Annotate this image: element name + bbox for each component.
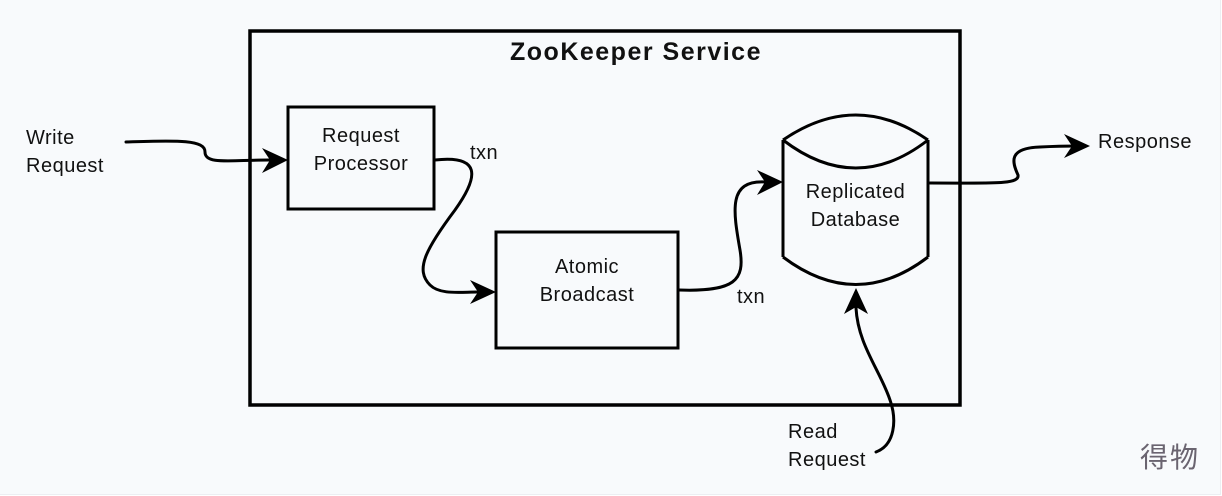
edge-processor-to-broadcast [421,157,480,294]
service-title: ZooKeeper Service [510,38,762,66]
read-request-line-1: Read [788,421,838,443]
arrowhead-icon [757,170,783,195]
request-processor-line-1: Request [322,125,400,147]
watermark-logo: 得物 [1140,441,1201,474]
edge-write-to-processor [124,139,272,163]
request-processor-line-2: Processor [313,153,409,175]
edge-label-txn-2: txn [737,286,766,308]
replicated-database-line-2: Database [810,209,901,231]
replicated-database-cylinder [781,113,930,286]
replicated-database-line-1: Replicated [805,181,906,203]
read-request-line-2: Request [788,449,866,471]
edge-broadcast-to-database [677,180,767,292]
edge-database-to-response [928,144,1078,185]
atomic-broadcast-line-1: Atomic [554,256,620,278]
arrowhead-icon [262,148,288,173]
write-request-label: Write Request [26,124,104,180]
edge-label-txn-1: txn [470,142,499,164]
atomic-broadcast-label: Atomic Broadcast [496,253,678,309]
write-request-line-2: Request [26,155,104,177]
arrowhead-icon [470,280,496,304]
response-label: Response [1098,131,1193,153]
arrowhead-icon [844,288,868,314]
atomic-broadcast-line-2: Broadcast [539,284,635,306]
service-boundary [248,29,962,407]
request-processor-box [286,105,436,211]
request-processor-label: Request Processor [288,122,434,178]
edge-read-to-database [854,306,896,454]
write-request-line-1: Write [26,127,75,149]
read-request-label: Read Request [788,418,866,474]
replicated-database-label: Replicated Database [783,178,928,234]
arrowhead-icon [1064,134,1090,158]
